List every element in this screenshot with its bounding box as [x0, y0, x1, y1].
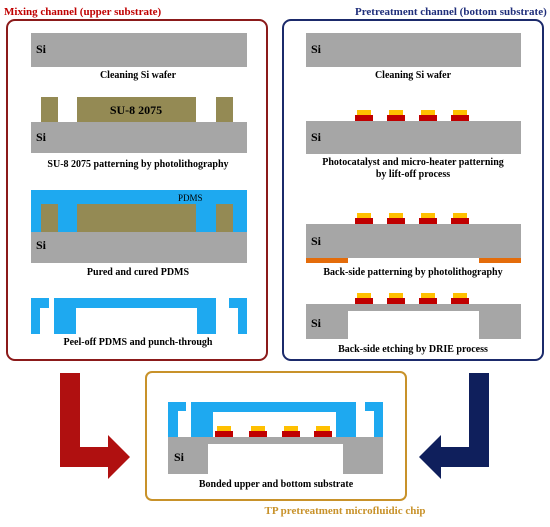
arrow-right-to-chip [419, 373, 489, 479]
bottom-panel-frame [145, 371, 407, 501]
right-step-4: Si Back-side etching by DRIE process [306, 293, 521, 355]
micro-heater-pad [419, 293, 437, 304]
si-wafer [306, 121, 521, 154]
si-label: Si [36, 130, 47, 144]
etched-si-wafer [306, 304, 521, 339]
su8-block [216, 204, 233, 232]
left-step-3-caption: Pured and cured PDMS [87, 267, 190, 278]
micro-heater-pad [249, 426, 267, 437]
si-wafer [306, 224, 521, 258]
bottom-panel-title: TP pretreatment microfluidic chip [264, 505, 425, 517]
su8-block [216, 97, 233, 122]
left-step-1: Si Cleaning Si wafer [31, 33, 247, 81]
micro-heater-pad [419, 110, 437, 121]
micro-heater-pad [387, 213, 405, 224]
pdms-piece [54, 298, 216, 334]
micro-heater-pad [282, 426, 300, 437]
bottom-step-caption: Bonded upper and bottom substrate [199, 479, 354, 490]
micro-heater-pad [451, 293, 469, 304]
arrow-left-to-chip [60, 373, 130, 479]
si-label: Si [311, 42, 322, 56]
si-label: Si [174, 450, 185, 464]
si-label: Si [311, 130, 322, 144]
si-label: Si [36, 238, 47, 252]
su8-block [77, 204, 196, 232]
left-step-3: PDMS Si Pured and cured PDMS [31, 190, 247, 278]
pdms-label: PDMS [178, 193, 203, 203]
right-step-2: Si Photocatalyst and micro-heater patter… [306, 110, 521, 180]
right-step-1: Si Cleaning Si wafer [306, 33, 521, 81]
micro-heater-pad [387, 293, 405, 304]
micro-heater-pad [355, 293, 373, 304]
right-panel-frame [282, 19, 544, 361]
micro-heater-pad [451, 110, 469, 121]
right-step-3: Si Back-side patterning by photolithogra… [306, 213, 521, 278]
left-panel-title: Mixing channel (upper substrate) [4, 6, 162, 18]
si-wafer [31, 232, 247, 263]
pdms-piece [168, 402, 186, 437]
backside-mask [306, 258, 348, 263]
left-step-1-caption: Cleaning Si wafer [100, 70, 177, 81]
etched-si-wafer [168, 437, 383, 474]
right-step-2-caption-line2: by lift-off process [376, 169, 450, 180]
backside-mask [479, 258, 521, 263]
si-label: Si [311, 234, 322, 248]
si-wafer [31, 33, 247, 67]
pdms-piece [31, 298, 49, 334]
left-step-4-caption: Peel-off PDMS and punch-through [64, 337, 213, 348]
micro-heater-pad [215, 426, 233, 437]
si-wafer [31, 122, 247, 153]
left-step-4: Peel-off PDMS and punch-through [31, 298, 247, 348]
su8-block [41, 204, 58, 232]
si-wafer [306, 33, 521, 67]
si-label: Si [36, 42, 47, 56]
right-step-3-caption: Back-side patterning by photolithography [323, 267, 502, 278]
right-step-1-caption: Cleaning Si wafer [375, 70, 452, 81]
micro-heater-pad [314, 426, 332, 437]
su8-label: SU-8 2075 [110, 103, 162, 117]
micro-heater-pad [387, 110, 405, 121]
micro-heater-pad [419, 213, 437, 224]
right-step-2-caption: Photocatalyst and micro-heater patternin… [322, 157, 504, 168]
pdms-piece [229, 298, 247, 334]
left-step-2-caption: SU-8 2075 patterning by photolithography [47, 159, 228, 170]
left-step-2: SU-8 2075 Si SU-8 2075 patterning by pho… [31, 97, 247, 170]
su8-block [41, 97, 58, 122]
right-panel-title: Pretreatment channel (bottom substrate) [355, 6, 547, 18]
micro-heater-pad [355, 213, 373, 224]
si-label: Si [311, 316, 322, 330]
pdms-piece [191, 402, 356, 437]
micro-heater-pad [451, 213, 469, 224]
left-panel-frame [6, 19, 268, 361]
right-step-4-caption: Back-side etching by DRIE process [338, 344, 488, 355]
micro-heater-pad [355, 110, 373, 121]
bonded-chip: Si Bonded upper and bottom substrate [168, 402, 383, 490]
su8-block [77, 97, 196, 122]
pdms-piece [365, 402, 383, 437]
